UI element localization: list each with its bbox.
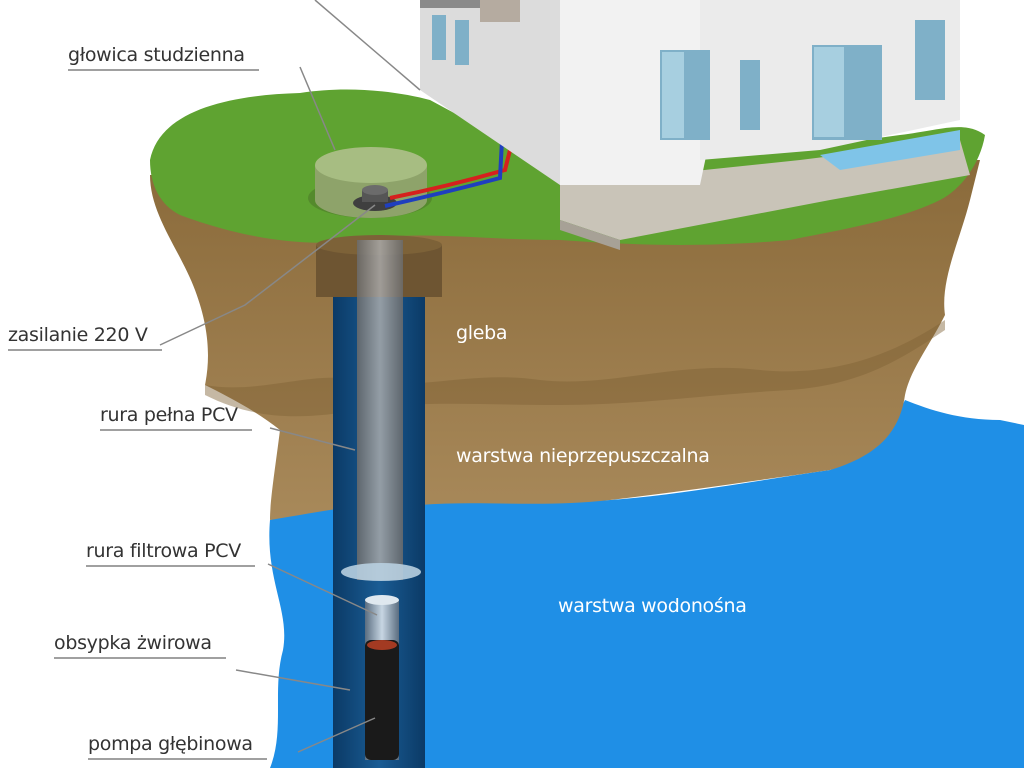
house-window: [740, 60, 760, 130]
label-aquifer: warstwa wodonośna: [558, 595, 747, 617]
house-window: [455, 20, 469, 65]
label-gravel: obsypka żwirowa: [54, 632, 226, 659]
wellhead-top: [315, 147, 427, 183]
house-window: [432, 15, 446, 60]
label-impermeable: warstwa nieprzepuszczalna: [456, 445, 710, 467]
label-wellhead: głowica studzienna: [68, 44, 259, 71]
deep-well-pump: [365, 640, 399, 760]
label-pump: pompa głębinowa: [88, 733, 267, 760]
label-solid-pipe: rura pełna PCV: [100, 404, 252, 431]
label-filter-pipe: rura filtrowa PCV: [86, 540, 255, 567]
label-power: zasilanie 220 V: [8, 324, 162, 351]
label-soil: gleba: [456, 322, 507, 344]
leader-line-house: [315, 0, 420, 90]
solid-pvc-pipe: [357, 240, 403, 580]
house-window: [915, 20, 945, 100]
